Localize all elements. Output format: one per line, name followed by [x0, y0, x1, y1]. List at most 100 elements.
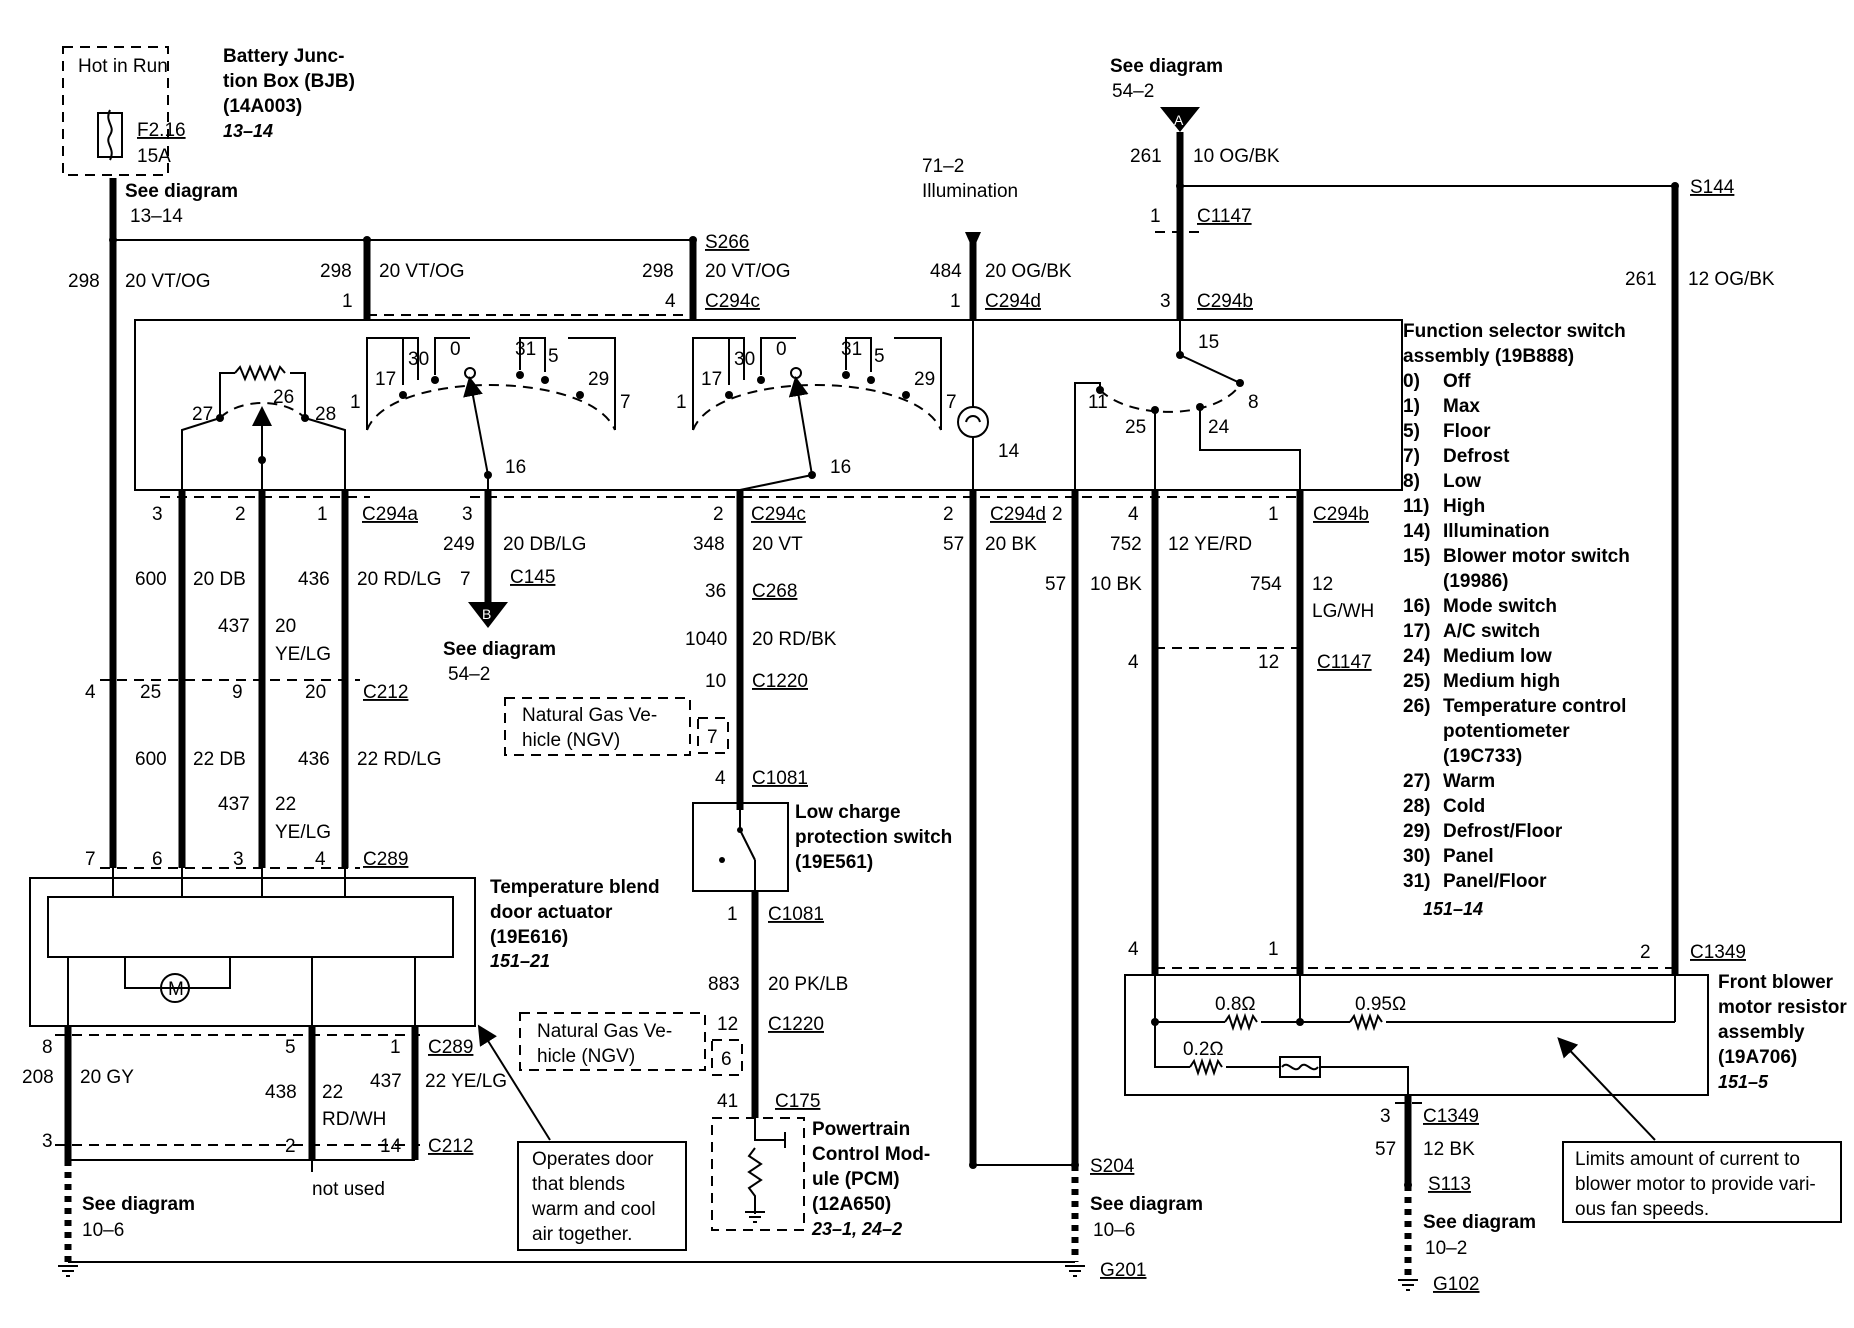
- svg-text:754: 754: [1250, 574, 1282, 595]
- top-a-see: See diagram: [1110, 56, 1223, 77]
- legend-item-label: Panel/Floor: [1443, 871, 1547, 892]
- bjb-title-3: (14A003): [223, 96, 302, 117]
- note-operates-door: [517, 1141, 687, 1251]
- svg-text:36: 36: [705, 581, 726, 602]
- svg-text:16: 16: [830, 457, 851, 478]
- legend-item-label: Max: [1443, 396, 1480, 417]
- svg-text:3: 3: [42, 1131, 53, 1152]
- svg-text:20 GY: 20 GY: [80, 1067, 134, 1088]
- svg-text:438: 438: [265, 1082, 297, 1103]
- svg-text:See diagram: See diagram: [443, 639, 556, 660]
- svg-text:1: 1: [390, 1037, 401, 1058]
- svg-text:20 VT/OG: 20 VT/OG: [379, 261, 465, 282]
- svg-text:54–2: 54–2: [448, 664, 490, 685]
- svg-text:12: 12: [1312, 574, 1333, 595]
- svg-text:not used: not used: [312, 1179, 385, 1200]
- svg-text:4: 4: [1128, 504, 1139, 525]
- svg-text:22 DB: 22 DB: [193, 749, 246, 770]
- svg-text:20 DB/LG: 20 DB/LG: [503, 534, 586, 555]
- svg-text:M: M: [168, 979, 184, 1000]
- fuse-amps: 15A: [137, 146, 171, 167]
- fuse-icon: [97, 112, 123, 158]
- svg-text:22 YE/LG: 22 YE/LG: [425, 1071, 507, 1092]
- svg-text:3: 3: [1160, 291, 1171, 312]
- svg-text:4: 4: [1128, 939, 1139, 960]
- potentiometer-icon: [234, 364, 286, 382]
- svg-text:protection switch: protection switch: [795, 827, 952, 848]
- svg-text:436: 436: [298, 749, 330, 770]
- w298a-color: 20 VT/OG: [125, 271, 211, 292]
- function-selector-legend: Function selector switch assembly (19B88…: [1403, 321, 1630, 919]
- svg-text:C1349: C1349: [1690, 942, 1746, 963]
- svg-text:S144: S144: [1690, 177, 1735, 198]
- svg-text:Front blower: Front blower: [1718, 972, 1834, 993]
- svg-text:208: 208: [22, 1067, 54, 1088]
- blower-motor-switch: 15 11 25 24 8: [1074, 320, 1301, 490]
- svg-text:9: 9: [232, 682, 243, 703]
- resistor-0-2-icon: [1189, 1057, 1223, 1077]
- legend-item-label: Panel: [1443, 846, 1494, 867]
- svg-text:C1081: C1081: [768, 904, 824, 925]
- svg-text:C212: C212: [428, 1136, 473, 1157]
- legend-item-num: 11): [1403, 496, 1429, 517]
- svg-text:C1220: C1220: [768, 1014, 824, 1035]
- w298a-num: 298: [68, 271, 100, 292]
- svg-text:15: 15: [1198, 332, 1219, 353]
- svg-text:C268: C268: [752, 581, 797, 602]
- svg-text:22: 22: [275, 794, 296, 815]
- legend-item-num: 1): [1403, 396, 1420, 417]
- svg-text:23–1, 24–2: 23–1, 24–2: [811, 1219, 902, 1239]
- legend-item-num: 25): [1403, 671, 1430, 692]
- svg-text:4: 4: [715, 768, 726, 789]
- svg-text:25: 25: [1125, 417, 1146, 438]
- legend-item-label: Blower motor switch: [1443, 546, 1630, 567]
- svg-text:3: 3: [233, 849, 244, 870]
- svg-text:31: 31: [515, 339, 536, 360]
- svg-text:29: 29: [914, 369, 935, 390]
- svg-text:20: 20: [275, 616, 296, 637]
- svg-text:5: 5: [874, 346, 885, 367]
- svg-text:10–2: 10–2: [1425, 1238, 1467, 1259]
- svg-text:1040: 1040: [685, 629, 727, 650]
- svg-text:Limits amount of current to: Limits amount of current to: [1575, 1149, 1800, 1170]
- svg-text:ule (PCM): ule (PCM): [812, 1169, 900, 1190]
- svg-text:4: 4: [85, 682, 96, 703]
- bjb-ref: 13–14: [223, 121, 273, 141]
- legend-item-num: 28): [1403, 796, 1430, 817]
- svg-text:1: 1: [342, 291, 353, 312]
- legend-item-label: Temperature control: [1443, 696, 1626, 717]
- svg-text:14: 14: [380, 1136, 402, 1157]
- svg-text:22: 22: [322, 1082, 343, 1103]
- svg-text:4: 4: [665, 291, 676, 312]
- svg-text:1: 1: [950, 291, 961, 312]
- legend-item-label: Off: [1443, 371, 1471, 392]
- svg-text:4: 4: [315, 849, 326, 870]
- mode-switch-2: 17 30 0 31 5 29 1 7 16: [676, 337, 957, 478]
- svg-text:8: 8: [1248, 392, 1259, 413]
- svg-text:4: 4: [1128, 652, 1139, 673]
- svg-text:2: 2: [713, 504, 724, 525]
- temp-blend-actuator-box: [29, 877, 476, 1027]
- mode-switch-1: 17 30 0 31 5 29 1 7 16: [350, 337, 631, 478]
- svg-text:10: 10: [705, 671, 726, 692]
- svg-text:2: 2: [235, 504, 246, 525]
- svg-text:7: 7: [85, 849, 96, 870]
- svg-text:437: 437: [218, 794, 250, 815]
- legend-item-label: (19C733): [1443, 746, 1522, 767]
- svg-text:752: 752: [1110, 534, 1142, 555]
- legend-item-num: 27): [1403, 771, 1430, 792]
- svg-text:YE/LG: YE/LG: [275, 822, 331, 843]
- function-selector-switch-box: [134, 319, 1403, 491]
- svg-text:G102: G102: [1433, 1274, 1479, 1295]
- svg-text:30: 30: [408, 349, 429, 370]
- ground-g102-icon: [1398, 1279, 1418, 1291]
- svg-text:C294c: C294c: [705, 291, 760, 312]
- svg-text:RD/WH: RD/WH: [322, 1109, 386, 1130]
- svg-text:3: 3: [1380, 1106, 1391, 1127]
- svg-text:G201: G201: [1100, 1260, 1146, 1281]
- svg-text:2: 2: [1640, 942, 1651, 963]
- legend-item-label: Defrost/Floor: [1443, 821, 1563, 842]
- legend-item-label: Cold: [1443, 796, 1485, 817]
- legend-item-label: Warm: [1443, 771, 1495, 792]
